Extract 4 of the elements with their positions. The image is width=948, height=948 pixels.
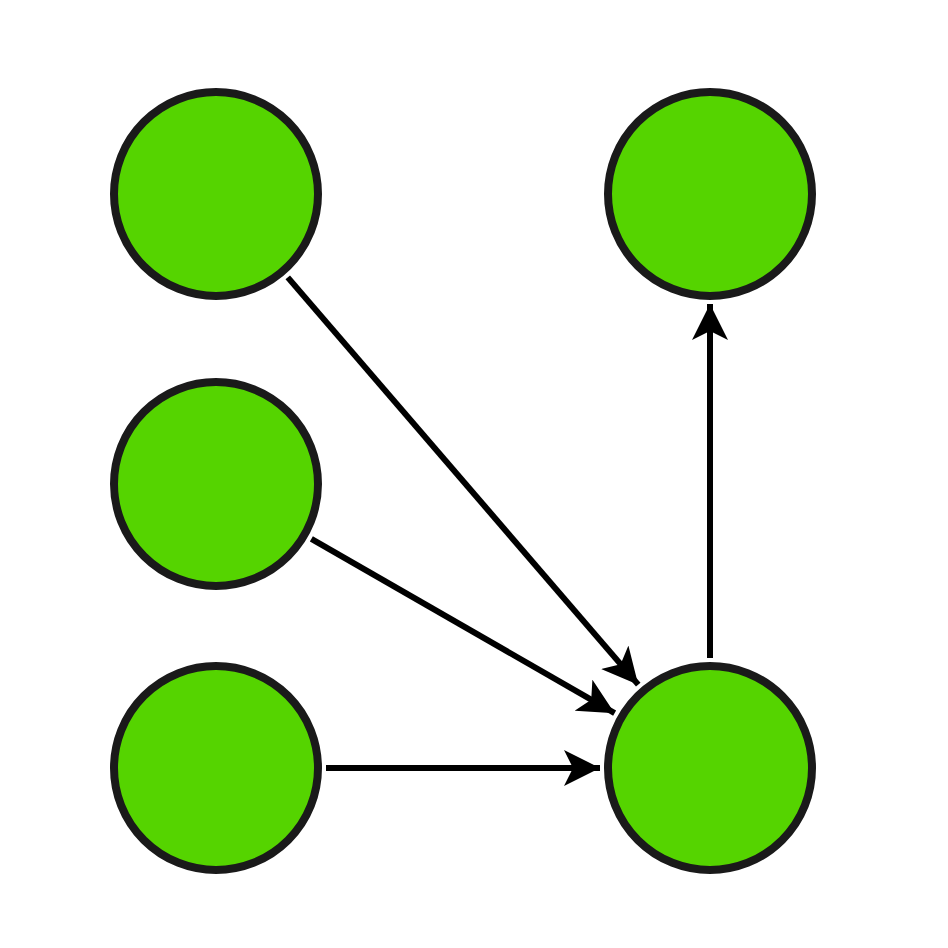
arrow [326,750,600,786]
arrow [692,304,728,658]
arrow [285,275,641,687]
arrow [309,536,617,716]
